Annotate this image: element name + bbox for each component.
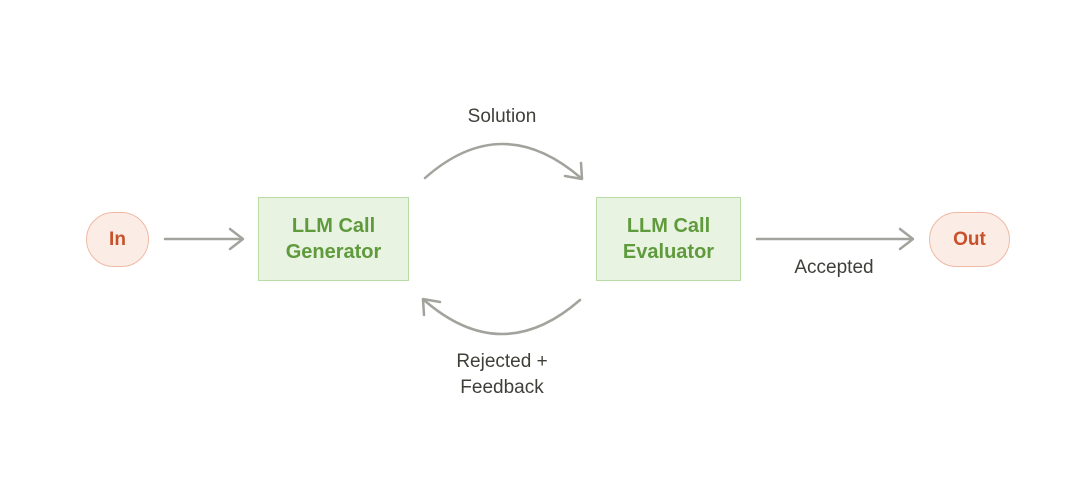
generator-node-line1: LLM Call (291, 215, 376, 237)
arrow-solution-arc (423, 142, 584, 181)
arrow-feedback-arc (421, 297, 582, 336)
in-node: In (86, 212, 149, 267)
feedback-label-line2: Feedback (460, 377, 544, 398)
out-node-label: Out (953, 228, 986, 250)
in-node-label: In (109, 228, 126, 250)
evaluator-node: LLM Call Evaluator (596, 197, 741, 281)
feedback-label-line1: Rejected + (456, 351, 548, 372)
arrow-evaluator-to-out (755, 227, 915, 251)
out-node: Out (929, 212, 1010, 267)
feedback-label: Rejected + Feedback (432, 349, 572, 401)
solution-label: Solution (467, 106, 537, 127)
generator-node-line2: Generator (285, 241, 382, 263)
arrow-in-to-generator (163, 227, 245, 251)
evaluator-node-line1: LLM Call (626, 215, 711, 237)
accepted-label: Accepted (794, 257, 874, 278)
generator-node: LLM Call Generator (258, 197, 409, 281)
evaluator-node-line2: Evaluator (622, 241, 715, 263)
